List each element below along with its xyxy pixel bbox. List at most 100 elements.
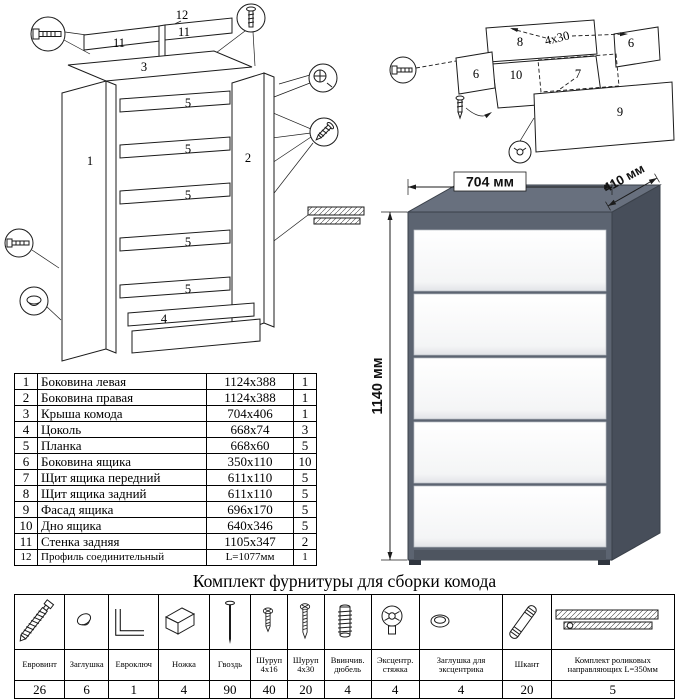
part-size: 611x110 bbox=[206, 485, 294, 502]
hardware-name: Шуруп 4х30 bbox=[286, 649, 325, 681]
hardware-icon-cell bbox=[250, 594, 288, 650]
height-dimension: 1140 мм bbox=[370, 211, 407, 561]
part-label-7: 7 bbox=[575, 67, 581, 81]
hardware-icon-cell bbox=[13, 594, 66, 650]
screw-icon bbox=[455, 95, 492, 120]
hardware-qty: 4 bbox=[418, 680, 504, 699]
part-qty: 5 bbox=[293, 469, 317, 486]
hardware-qty: 26 bbox=[13, 680, 66, 699]
part-qty: 5 bbox=[293, 501, 317, 518]
part-number: 12 bbox=[14, 549, 38, 566]
hardware-name: Заглушка bbox=[64, 649, 110, 681]
part-label-6: 6 bbox=[473, 67, 479, 81]
leg bbox=[409, 560, 421, 565]
leg-icon bbox=[165, 607, 196, 635]
hardware-name: Шуруп 4х16 bbox=[250, 649, 288, 681]
parts-table-row: 7 Щит ящика передний 611x110 5 bbox=[14, 469, 317, 486]
part-size: 668x74 bbox=[206, 421, 294, 438]
plinth bbox=[414, 550, 606, 560]
part-label-5: 5 bbox=[185, 142, 191, 156]
screw-size-note: 4x30 bbox=[543, 28, 571, 48]
part-name: Щит ящика задний bbox=[37, 485, 207, 502]
part-label-2: 2 bbox=[245, 151, 251, 165]
hardware-kit-title: Комплект фурнитуры для сборки комода bbox=[192, 571, 497, 591]
part-size: 1124x388 bbox=[206, 373, 294, 390]
part-name: Планка bbox=[37, 437, 207, 454]
part-label-12: 12 bbox=[176, 8, 189, 22]
part-name: Боковина правая bbox=[37, 389, 207, 406]
drawer-fronts bbox=[413, 229, 607, 548]
hardware-qty: 20 bbox=[286, 680, 325, 699]
hardware-icon-cell bbox=[108, 594, 160, 650]
hardware-icon-cell bbox=[158, 594, 210, 650]
part-label-5: 5 bbox=[185, 282, 191, 296]
hex-key-icon bbox=[115, 609, 145, 636]
parts-table-row: 5 Планка 668x60 5 bbox=[14, 437, 317, 454]
width-dimension: 704 мм bbox=[407, 171, 613, 195]
drawer-slides-icon bbox=[555, 609, 658, 630]
hardware-name: Евроключ bbox=[108, 649, 160, 681]
hardware-icon-cell bbox=[323, 594, 372, 650]
part-number: 6 bbox=[14, 453, 38, 470]
part-size: L=1077мм bbox=[206, 549, 294, 566]
parts-table-row: 2 Боковина правая 1124x388 1 bbox=[14, 389, 317, 406]
hardware-qty: 6 bbox=[64, 680, 110, 699]
part-name: Стенка задняя bbox=[37, 533, 207, 550]
cap-icon bbox=[77, 613, 92, 626]
dresser-3d-view: 704 мм 410 мм 1140 мм bbox=[370, 161, 662, 565]
part-label-11: 11 bbox=[113, 36, 125, 50]
part-qty: 1 bbox=[293, 389, 317, 406]
phillips-screw-icon bbox=[308, 63, 338, 93]
euro-screw-icon bbox=[4, 228, 34, 258]
parts-table-row: 6 Боковина ящика 350x110 10 bbox=[14, 453, 317, 470]
hardware-qty: 4 bbox=[323, 680, 372, 699]
part-label-4: 4 bbox=[161, 312, 168, 326]
parts-table-row: 9 Фасад ящика 696x170 5 bbox=[14, 501, 317, 518]
hardware-name: Шкант bbox=[502, 649, 552, 681]
hardware-name: Заглушка для эксцентрика bbox=[418, 649, 504, 681]
hardware-kit-table: Евровинт Заглушка Евроключ Ножка Гвоздь … bbox=[13, 594, 675, 699]
part-number: 10 bbox=[14, 517, 38, 534]
parts-table-row: 3 Крыша комода 704x406 1 bbox=[14, 405, 317, 422]
hardware-qty: 4 bbox=[158, 680, 210, 699]
screw-4x16-icon bbox=[263, 607, 274, 633]
part-qty: 5 bbox=[293, 485, 317, 502]
part-label-11: 11 bbox=[178, 25, 190, 39]
hardware-name: Ввинчив. дюбель bbox=[323, 649, 372, 681]
part-label-3: 3 bbox=[141, 60, 147, 74]
screw-4x30-icon bbox=[299, 603, 311, 640]
part-number: 5 bbox=[14, 437, 38, 454]
part-number: 9 bbox=[14, 501, 38, 518]
hardware-icon-cell bbox=[370, 594, 420, 650]
part-number: 3 bbox=[14, 405, 38, 422]
part-number: 1 bbox=[14, 373, 38, 390]
cam-icon bbox=[508, 117, 535, 164]
drawer-exploded-diagram: 8 6 6 10 7 9 4x30 bbox=[389, 19, 675, 164]
part-name: Цоколь bbox=[37, 421, 207, 438]
part-name: Боковина левая bbox=[37, 373, 207, 390]
hardware-name: Евровинт bbox=[13, 649, 66, 681]
part-name: Боковина ящика bbox=[37, 453, 207, 470]
part-name: Фасад ящика bbox=[37, 501, 207, 518]
hardware-qty: 1 bbox=[108, 680, 160, 699]
part-qty: 1 bbox=[293, 373, 317, 390]
part-size: 350x110 bbox=[206, 453, 294, 470]
parts-table-row: 12 Профиль соединительный L=1077мм 1 bbox=[14, 549, 317, 566]
part-size: 611x110 bbox=[206, 469, 294, 486]
part-qty: 5 bbox=[293, 437, 317, 454]
hardware-icon-cell bbox=[550, 594, 675, 650]
part-qty: 5 bbox=[293, 517, 317, 534]
hardware-icon-cell bbox=[286, 594, 325, 650]
part-qty: 1 bbox=[293, 549, 317, 566]
cabinet-exploded-diagram: 12 11 11 3 1 2 5 5 5 5 5 4 bbox=[4, 3, 365, 362]
hardware-qty: 4 bbox=[370, 680, 420, 699]
part-label-5: 5 bbox=[185, 188, 191, 202]
nail-icon bbox=[224, 600, 235, 644]
part-label-8: 8 bbox=[517, 35, 523, 49]
cam-cap-icon bbox=[430, 614, 450, 628]
euro-screw-icon bbox=[389, 56, 457, 84]
hardware-names-row: Евровинт Заглушка Евроключ Ножка Гвоздь … bbox=[13, 649, 675, 681]
part-number: 2 bbox=[14, 389, 38, 406]
cap-icon bbox=[19, 286, 49, 316]
